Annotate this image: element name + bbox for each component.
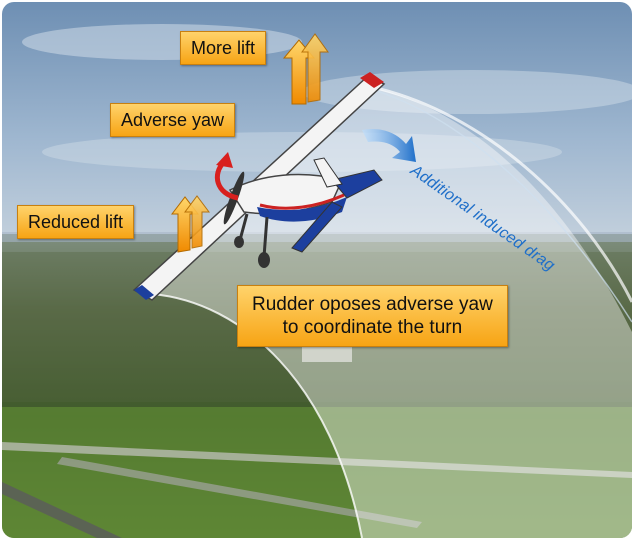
more-lift-label: More lift xyxy=(180,31,267,65)
induced-drag-arrow xyxy=(362,128,416,162)
rudder-callout-line-2: to coordinate the turn xyxy=(282,317,463,338)
rudder-callout: Rudder oposes adverse yaw to coordinate … xyxy=(237,285,508,347)
rudder-callout-line-1: Rudder oposes adverse yaw xyxy=(252,294,493,315)
adverse-yaw-label: Adverse yaw xyxy=(110,103,236,137)
reduced-lift-label: Reduced lift xyxy=(17,205,135,239)
